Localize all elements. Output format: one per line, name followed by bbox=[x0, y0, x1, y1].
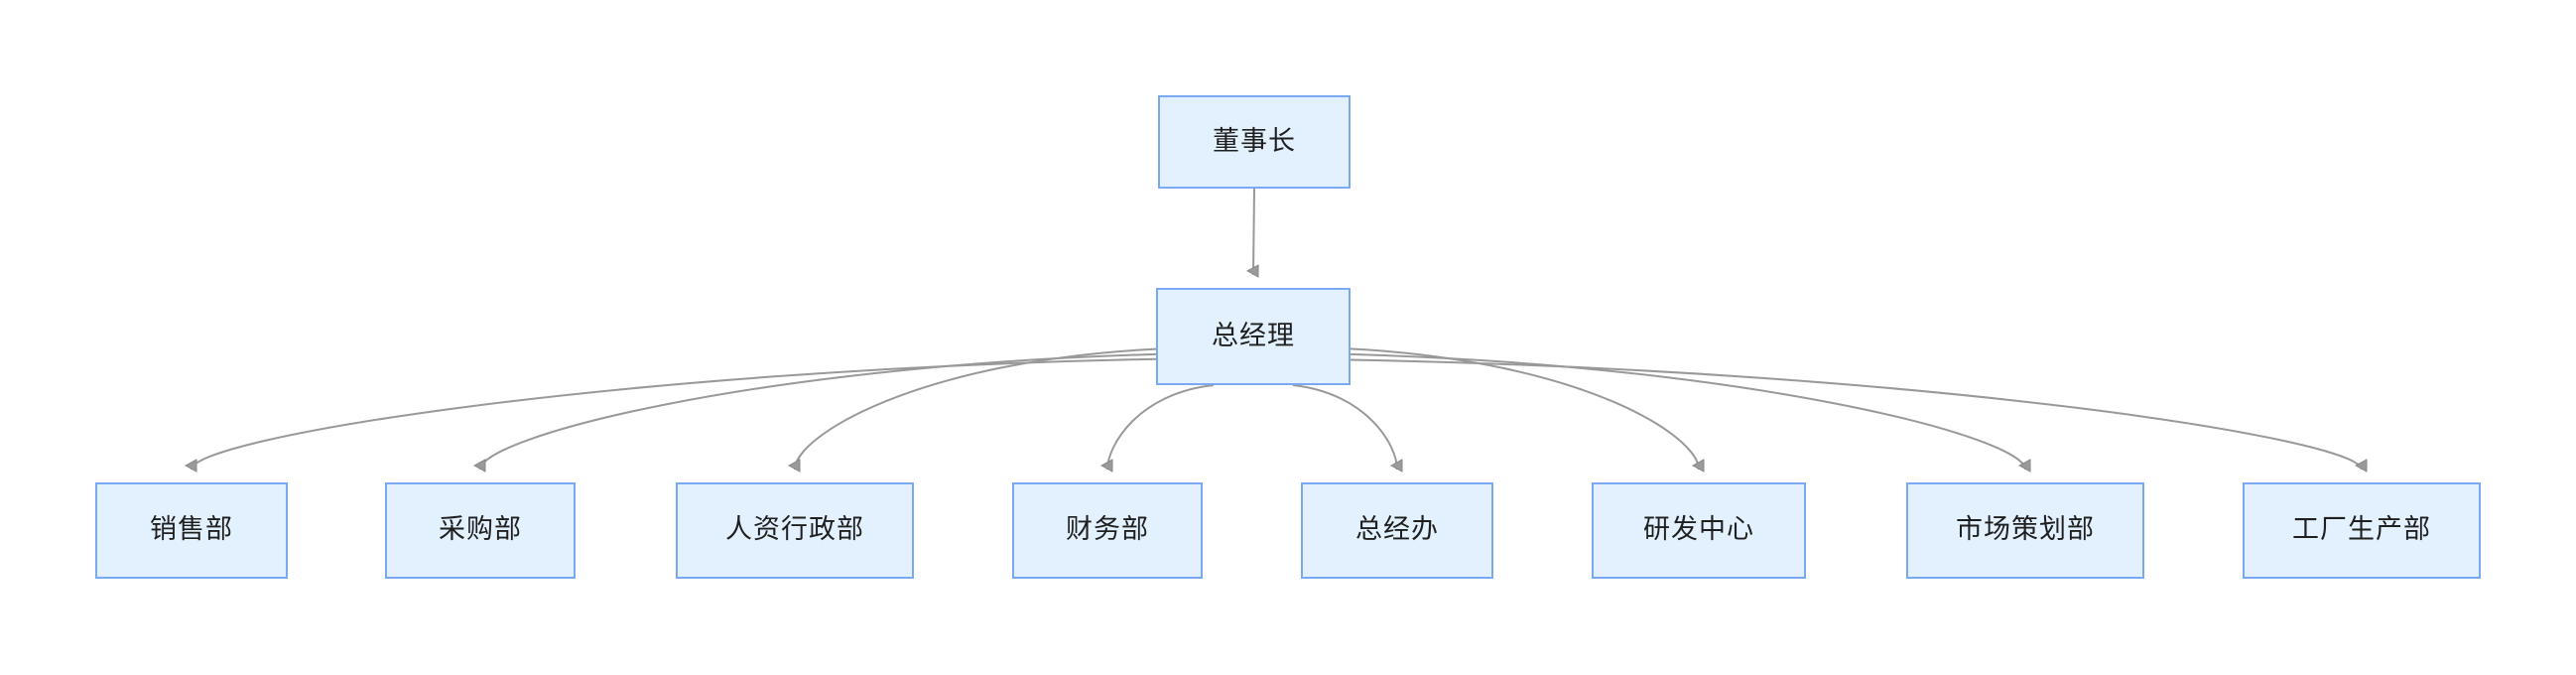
node-gm-office[interactable]: 总经办 bbox=[1301, 482, 1493, 579]
node-label-gm: 总经理 bbox=[1212, 320, 1295, 350]
node-label-rnd: 研发中心 bbox=[1643, 514, 1754, 544]
node-label-gm-office: 总经办 bbox=[1355, 514, 1439, 544]
node-label-chairman: 董事长 bbox=[1213, 125, 1296, 156]
node-chairman[interactable]: 董事长 bbox=[1158, 95, 1351, 189]
node-marketing[interactable]: 市场策划部 bbox=[1906, 482, 2144, 579]
node-label-sales: 销售部 bbox=[150, 514, 233, 544]
node-gm[interactable]: 总经理 bbox=[1156, 288, 1351, 385]
node-label-hr-admin: 人资行政部 bbox=[725, 514, 864, 544]
node-purchase[interactable]: 采购部 bbox=[385, 482, 576, 579]
node-label-finance: 财务部 bbox=[1066, 514, 1149, 544]
node-sales[interactable]: 销售部 bbox=[95, 482, 288, 579]
node-hr-admin[interactable]: 人资行政部 bbox=[676, 482, 914, 579]
node-label-purchase: 采购部 bbox=[439, 514, 522, 544]
node-label-marketing: 市场策划部 bbox=[1956, 514, 2095, 544]
node-label-factory: 工厂生产部 bbox=[2292, 514, 2431, 544]
node-rnd[interactable]: 研发中心 bbox=[1592, 482, 1806, 579]
node-finance[interactable]: 财务部 bbox=[1012, 482, 1203, 579]
node-factory[interactable]: 工厂生产部 bbox=[2243, 482, 2481, 579]
